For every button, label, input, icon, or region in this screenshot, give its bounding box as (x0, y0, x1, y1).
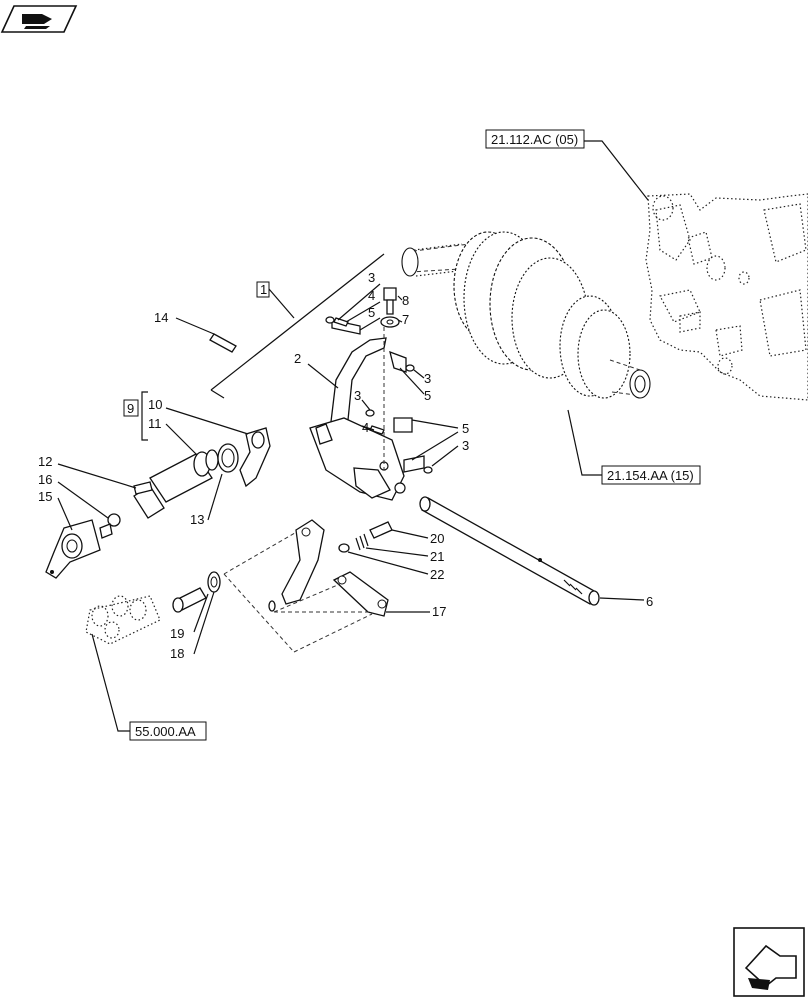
callout-5a: 5 (368, 305, 375, 320)
callout-16: 16 (38, 472, 52, 487)
callout-17: 17 (432, 604, 446, 619)
ghost-module (85, 595, 161, 645)
callout-22: 22 (430, 567, 444, 582)
lever-assembly (45, 481, 153, 579)
group-1-label: 1 (260, 282, 267, 297)
next-page-arrow-icon[interactable] (733, 927, 805, 997)
gear-shaft-assembly (401, 231, 651, 399)
callout-6: 6 (646, 594, 653, 609)
bolt-19 (172, 571, 221, 613)
group-9-label: 9 (127, 401, 134, 416)
group-1-bracket: 1 (210, 253, 385, 399)
gear-reference[interactable]: 21.154.AA (15) (601, 465, 701, 485)
linkage-bracket (223, 519, 389, 653)
housing-reference[interactable]: 21.112.AC (05) (485, 129, 585, 149)
transmission-housing (645, 193, 808, 401)
small-fasteners (325, 316, 433, 474)
screw-spring-washer (338, 521, 393, 553)
callout-19: 19 (170, 626, 184, 641)
callout-20: 20 (430, 531, 444, 546)
callout-7: 7 (402, 312, 409, 327)
module-reference[interactable]: 55.000.AA (129, 721, 207, 741)
callout-5c: 5 (462, 421, 469, 436)
callout-15: 15 (38, 489, 52, 504)
callout-3d: 3 (462, 438, 469, 453)
callout-11: 11 (148, 416, 162, 431)
bolt-and-washer (380, 287, 400, 328)
group-9-bracket: 9 (123, 391, 148, 441)
callout-5b: 5 (424, 388, 431, 403)
shift-rod (419, 496, 600, 606)
selector-shaft (133, 427, 271, 519)
housing-reference-text: 21.112.AC (05) (491, 132, 578, 147)
callout-18: 18 (170, 646, 184, 661)
book-hand-icon[interactable] (0, 5, 78, 33)
callout-12: 12 (38, 454, 52, 469)
callout-3c: 3 (354, 388, 361, 403)
module-reference-text: 55.000.AA (135, 724, 196, 739)
callout-13: 13 (190, 512, 204, 527)
callout-3b: 3 (424, 371, 431, 386)
callout-21: 21 (430, 549, 444, 564)
shift-fork (309, 320, 406, 501)
callout-14: 14 (154, 310, 168, 325)
callout-2: 2 (294, 351, 301, 366)
callout-3a: 3 (368, 270, 375, 285)
pin (209, 333, 237, 353)
gear-reference-text: 21.154.AA (15) (607, 468, 694, 483)
callout-4b: 4 (362, 420, 369, 435)
callout-8: 8 (402, 293, 409, 308)
callout-10: 10 (148, 397, 162, 412)
callout-4a: 4 (368, 288, 375, 303)
